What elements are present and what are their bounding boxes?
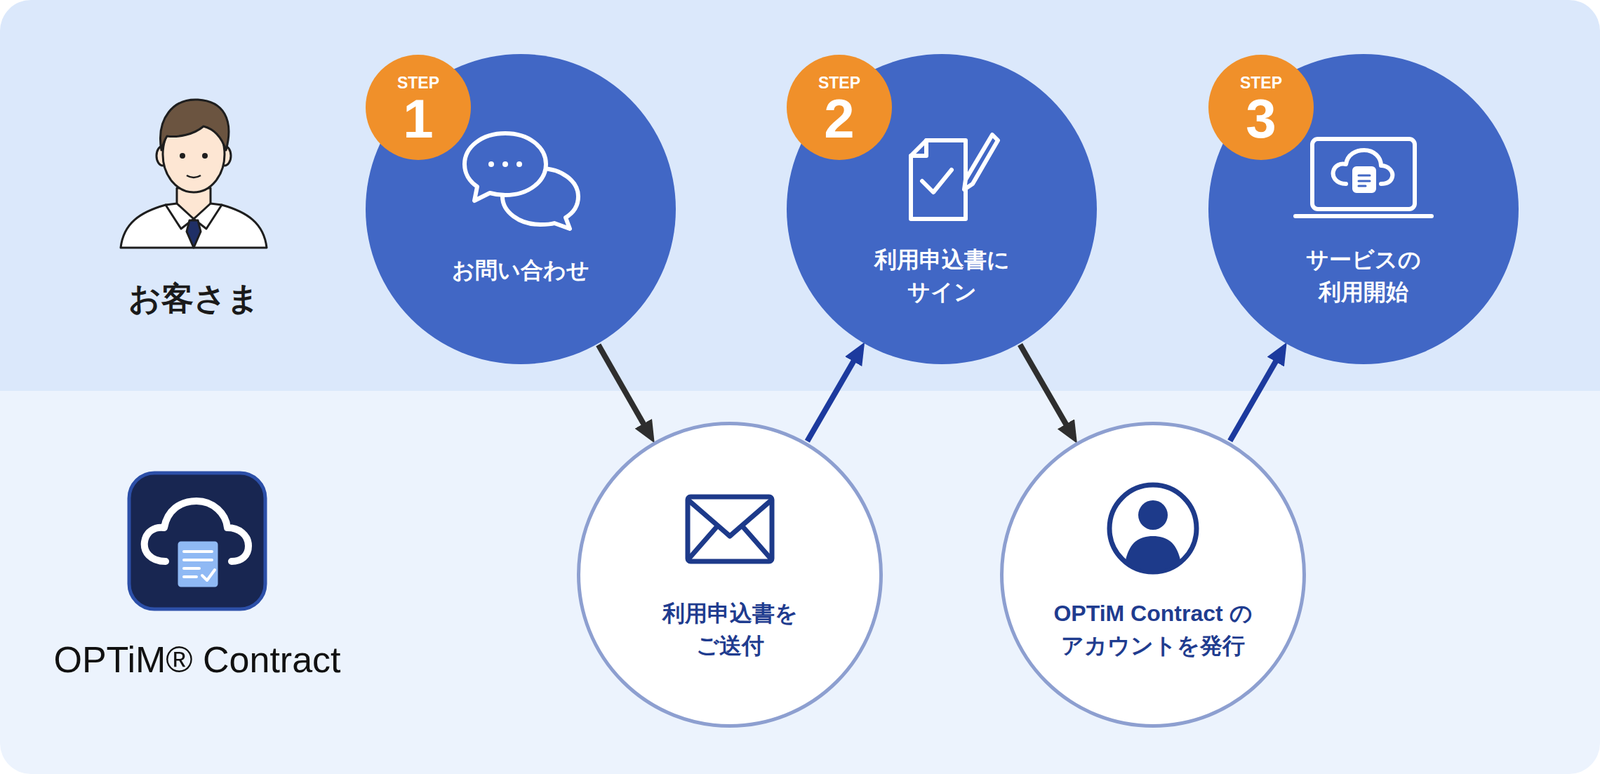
circle-outline bbox=[365, 54, 471, 160]
process-circle: 利用申込書を ご送付 bbox=[576, 421, 883, 728]
account-icon bbox=[1109, 484, 1197, 572]
chat-icon bbox=[464, 133, 579, 229]
text-holder: 1 bbox=[376, 87, 461, 151]
step-number: 1 bbox=[402, 87, 433, 151]
step-circle: 利用申込書に サイン STEP2 bbox=[786, 54, 1097, 365]
step-text: 利用申込書を ご送付 bbox=[661, 597, 800, 663]
text-holder: お問い合わせ bbox=[401, 257, 640, 284]
circle-outline bbox=[1208, 54, 1519, 365]
process-circle: OPTiM Contract のアカウントを発行 bbox=[1000, 421, 1306, 728]
text-holder: サービスの 利用開始 bbox=[1244, 243, 1483, 309]
step-text: お問い合わせ bbox=[451, 257, 590, 284]
lane-label: お客さま bbox=[128, 280, 260, 318]
step-badge: STEP3 bbox=[1208, 54, 1314, 160]
step-circle: お問い合わせ STEP1 bbox=[365, 54, 676, 365]
circle-outline bbox=[578, 423, 882, 727]
circle-outline bbox=[786, 54, 1097, 365]
text-holder: 利用申込書に サイン bbox=[822, 243, 1062, 309]
step-text: OPTiM Contract のアカウントを発行 bbox=[1048, 597, 1259, 663]
text-holder: 2 bbox=[797, 87, 882, 151]
text-holder: 利用申込書を ご送付 bbox=[614, 597, 846, 663]
circle-outline bbox=[1002, 423, 1305, 727]
step-text: 利用申込書に サイン bbox=[872, 243, 1012, 309]
laptop-cloud-icon bbox=[1295, 138, 1432, 217]
circle-outline bbox=[786, 54, 892, 160]
step-number: 3 bbox=[1245, 87, 1276, 151]
step-badge: STEP2 bbox=[786, 54, 892, 160]
text-holder: OPTiM® Contract bbox=[35, 639, 359, 682]
lane-label: OPTiM® Contract bbox=[53, 639, 341, 682]
envelope-icon bbox=[687, 496, 772, 562]
sign-document-icon bbox=[910, 134, 998, 219]
lane-band: OPTiM® Contract 利用申込書を ご送付 OPTiM Contract … bbox=[0, 390, 1600, 774]
circle-shape bbox=[576, 421, 883, 728]
app-icon bbox=[129, 472, 266, 610]
text-holder: OPTiM Contract のアカウントを発行 bbox=[1037, 597, 1269, 663]
text-holder: お客さま bbox=[53, 280, 335, 318]
customer-illustration bbox=[120, 99, 267, 248]
text-holder: 3 bbox=[1218, 87, 1304, 151]
step-circle: サービスの 利用開始 STEP3 bbox=[1208, 54, 1519, 365]
step-text: サービスの 利用開始 bbox=[1304, 243, 1423, 309]
circle-shape bbox=[1000, 421, 1306, 728]
circle-outline bbox=[365, 54, 676, 365]
lane-band: お客さま お問い合わせ STEP1 利用申込書に サイン STEP2 サービスの 利用開始… bbox=[0, 0, 1600, 391]
circle-outline bbox=[1208, 54, 1314, 160]
step-badge: STEP1 bbox=[365, 54, 471, 160]
step-number: 2 bbox=[823, 87, 855, 151]
